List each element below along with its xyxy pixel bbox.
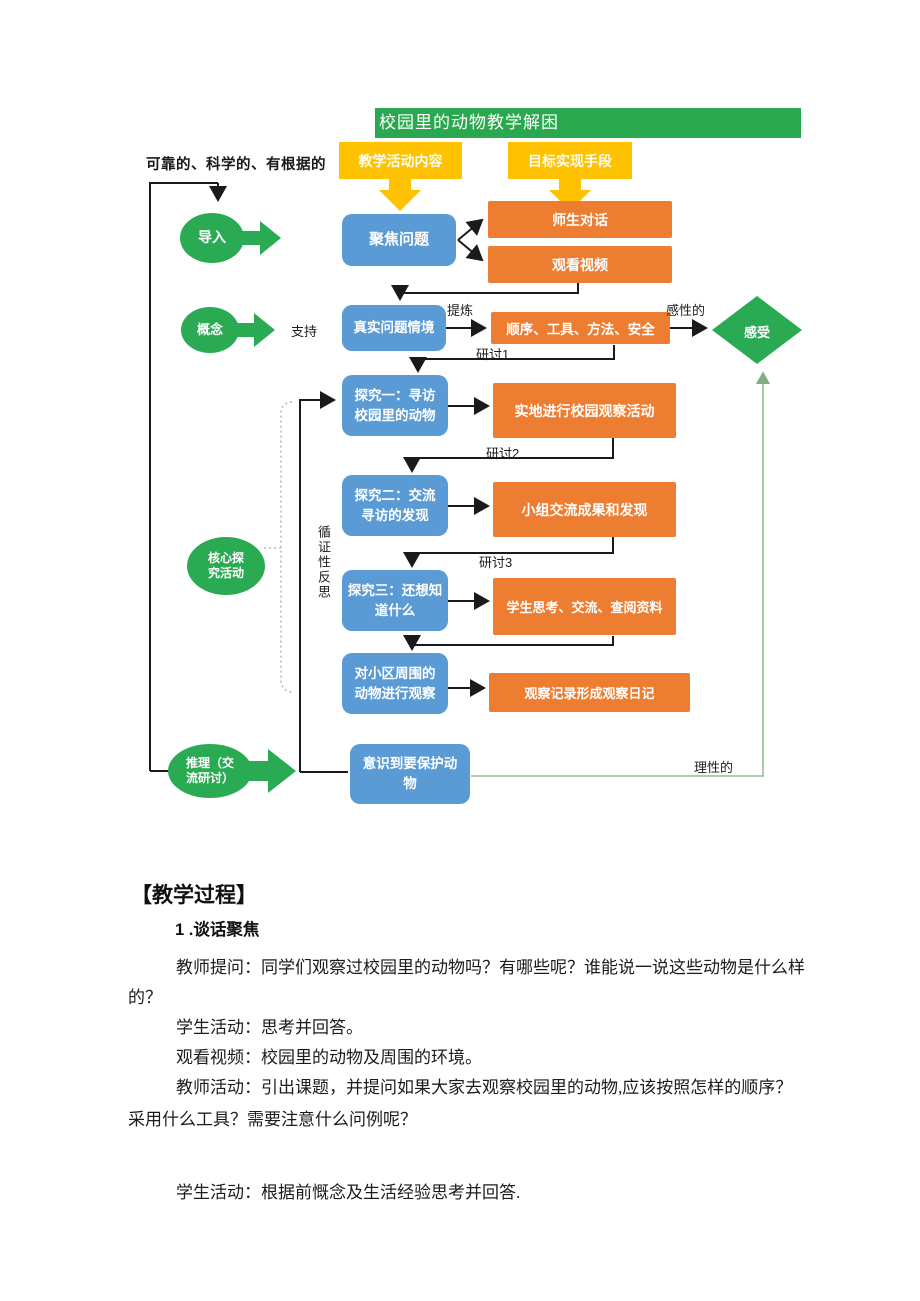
flowchart-connectors [149,179,802,793]
down-arrow-icon [379,179,421,211]
edge-label-refine: 提炼 [447,303,474,318]
paragraph-teacher-question: 教师提问：同学们观察过校园里的动物吗？有哪些呢？谁能说一说这些动物是什么样 [176,958,805,977]
orange-box-group-sharing: 小组交流成果和发现 [493,482,676,537]
column-header-activities: 教学活动内容 [339,142,462,179]
step-heading: 1 .谈话聚焦 [175,921,260,939]
left-loop-line [149,182,227,772]
blue-box-exploration-1: 探究一：寻访 校园里的动物 [342,375,448,436]
blue-box-observe-neighborhood: 对小区周围的 动物进行观察 [342,653,448,714]
paragraph-student-activity-2: 学生活动：根据前慨念及生活经验思考并回答. [176,1183,521,1202]
paragraph-continuation: 的？ [128,988,162,1007]
flowchart-title-bar: 校园里的动物教学解困 [375,108,801,138]
edge-label-evidence-reflection: 循证性反思 [316,525,331,600]
orange-box-observation-diary: 观察记录形成观察日记 [489,673,690,712]
stage-ellipse-reasoning: 推理（交 流研讨） [168,744,252,798]
stage-bracket [264,401,293,693]
blue-box-focus-question: 聚焦问题 [342,214,456,266]
paragraph-student-activity: 学生活动：思考并回答。 [176,1018,363,1037]
stage-ellipse-intro: 导入 [180,213,244,263]
orange-box-order-tools: 顺序、工具、方法、安全 [491,312,670,344]
stage-ellipse-core-exploration: 核心探 究活动 [187,537,265,595]
diamond-shape [712,296,802,364]
blue-box-protect-animals: 意识到要保护动 物 [350,744,470,804]
diamond-feeling-label: 感受 [743,325,770,340]
paragraph-continuation: 采用什么工具？需要注意什么问例呢？ [128,1110,417,1129]
right-arrow-icon [236,313,275,347]
blue-box-real-situation: 真实问题情境 [342,305,446,351]
edge-label-support: 支持 [291,324,318,339]
edge-label-discuss1: 研讨1 [476,347,510,362]
edge-label-rational: 理性的 [694,760,734,775]
down-arrow-icon [549,179,591,211]
paragraph-teacher-activity: 教师活动：引出课题，并提问如果大家去观察校园里的动物,应该按照怎样的顺序？ [176,1078,793,1097]
rational-loop-line [471,371,771,777]
orange-box-watch-video: 观看视频 [488,246,672,283]
right-arrow-icon [246,749,296,793]
orange-box-think-discuss-research: 学生思考、交流、查阅资料 [493,578,676,635]
section-heading: 【教学过程】 [131,884,257,907]
blue-box-exploration-2: 探究二：交流 寻访的发现 [342,475,448,536]
flow-arrows [299,218,708,773]
orange-box-field-observation: 实地进行校园观察活动 [493,383,676,438]
edge-label-discuss2: 研讨2 [486,446,520,461]
column-header-means: 目标实现手段 [508,142,632,179]
blue-box-exploration-3: 探究三：还想知 道什么 [342,570,448,631]
stage-ellipse-concept: 概念 [181,307,239,353]
paragraph-watch-video: 观看视频：校园里的动物及周围的环境。 [176,1048,482,1067]
orange-box-dialogue: 师生对话 [488,201,672,238]
edge-label-discuss3: 研讨3 [479,555,513,570]
flowchart-left-caption: 可靠的、科学的、有根据的 [146,157,326,173]
right-arrow-icon [242,221,281,255]
edge-label-perceptual: 感性的 [666,303,706,318]
